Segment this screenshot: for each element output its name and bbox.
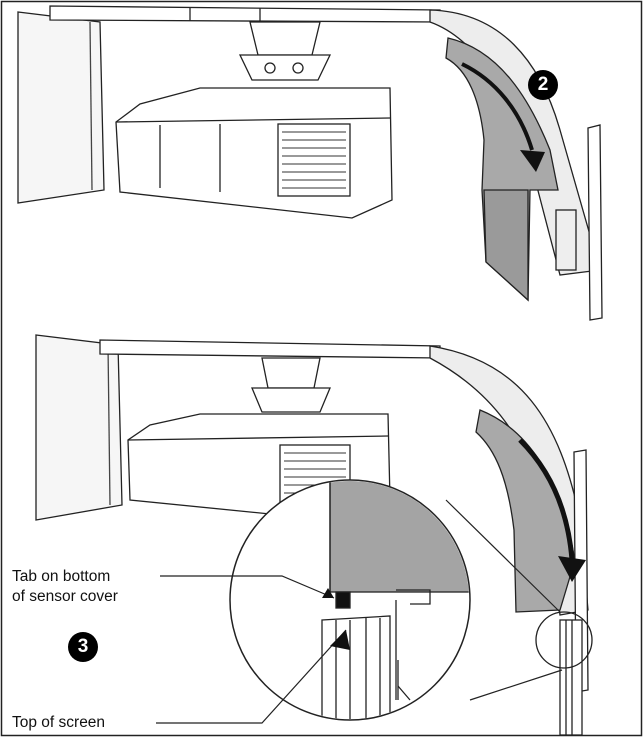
sensor-cover: [445, 37, 559, 302]
screen-leader-arrow: [330, 630, 350, 650]
step-2-badge: 2: [528, 70, 558, 100]
curved-arrow-icon-lower: [518, 438, 575, 561]
curved-arrow-icon: [461, 62, 534, 151]
magnified-detail: [229, 479, 471, 721]
wall-bracket: [587, 124, 603, 321]
tab-leader-arrow: [322, 588, 334, 598]
mount-arm-lower: [429, 345, 589, 616]
wall-plate-lower: [35, 334, 123, 521]
ceiling-mount: [249, 21, 321, 56]
arrow-head-icon: [520, 150, 545, 172]
panel-step-2: [17, 5, 603, 321]
tab-leader-line: [160, 575, 335, 599]
tab-callout-line-2: of sensor cover: [12, 588, 118, 605]
screen-callout: Top of screen: [12, 714, 106, 731]
screen-edge: [559, 619, 583, 736]
cover-tab: [335, 591, 351, 609]
tab-callout-line-1: Tab on bottom: [12, 568, 111, 585]
sensor-cover-face: [483, 189, 529, 302]
detail-indicator: [535, 611, 593, 669]
arrow-head-icon-lower: [558, 556, 586, 582]
screen-leader-line: [156, 629, 347, 724]
step-3-badge: 3: [68, 632, 98, 662]
ceiling-mount-lower: [261, 357, 321, 389]
